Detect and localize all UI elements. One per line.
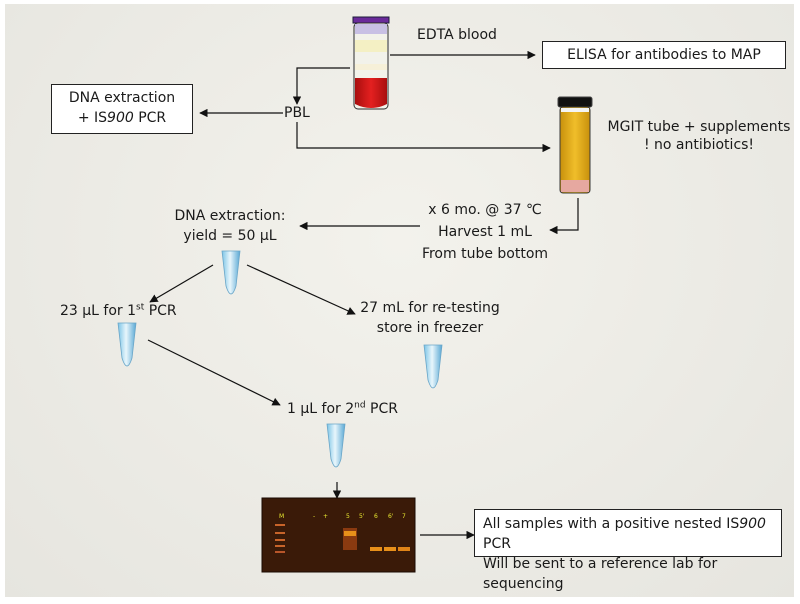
arrow-pbl-to-mgit [296,122,551,153]
mgit-tube [557,96,593,194]
elisa-box: ELISA for antibodies to MAP [542,41,786,69]
arrow-extraction-to-retest [246,264,356,315]
gel-lane-label: M [279,513,284,520]
dna-box-line2: + IS900 PCR [77,110,167,126]
gel-lane-label: - [313,513,315,520]
gel-lane-label: 5 [346,513,350,520]
retest-line2: store in freezer [376,320,484,336]
edta-blood-tube [352,16,390,110]
incubation-line3: From tube bottom [421,246,549,262]
gel-lane-label: 5' [359,513,365,520]
second-pcr-label: 1 µL for 2nd PCR [287,400,398,417]
incubation-line2: Harvest 1 mL [438,224,532,240]
mgit-label: MGIT tube + supplements ! no antibiotics… [604,118,794,154]
extraction-tube [221,250,241,295]
first-pcr-tube [117,322,137,367]
retest-tube [423,344,443,389]
gel-lane-label: 6' [388,513,394,520]
result-line2: Will be sent to a reference lab for sequ… [483,556,718,592]
arrow-mgit-to-harvest [549,198,579,235]
mgit-label-line1: MGIT tube + supplements [607,119,791,135]
gel-lane-label: 6 [374,513,378,520]
gel-lane-label: 7 [402,513,406,520]
arrow-first-to-second-pcr [147,339,281,406]
arrow-extraction-to-first-pcr [149,264,214,303]
mgit-label-line2: ! no antibiotics! [643,137,755,153]
edta-blood-label: EDTA blood [417,27,497,43]
elisa-label: ELISA for antibodies to MAP [567,47,761,63]
arrow-blood-to-pbl [292,67,350,105]
retest-label: 27 mL for re-testing store in freezer [360,298,500,338]
result-box: All samples with a positive nested IS900… [474,509,782,592]
dna-box-line1: DNA extraction [68,90,176,106]
dna-extraction-is900-box: DNA extraction + IS900 PCR [51,84,193,134]
extraction-line2: yield = 50 µL [183,228,277,244]
result-line1: All samples with a positive nested IS900… [483,516,766,552]
first-pcr-label: 23 µL for 1st PCR [60,302,177,319]
extraction-line1: DNA extraction: [174,208,286,224]
gel-lane-label: + [323,513,328,520]
incubation-line1: x 6 mo. @ 37 ℃ [428,202,542,218]
extraction-label: DNA extraction: yield = 50 µL [165,206,295,246]
incubation-label: x 6 mo. @ 37 ℃ Harvest 1 mL From tube bo… [415,199,555,265]
second-pcr-tube [326,423,346,468]
pcr-gel-image: M - +5 5' 6 6' 7 [261,497,416,573]
retest-line1: 27 mL for re-testing [360,300,500,316]
pbl-label: PBL [284,105,310,121]
